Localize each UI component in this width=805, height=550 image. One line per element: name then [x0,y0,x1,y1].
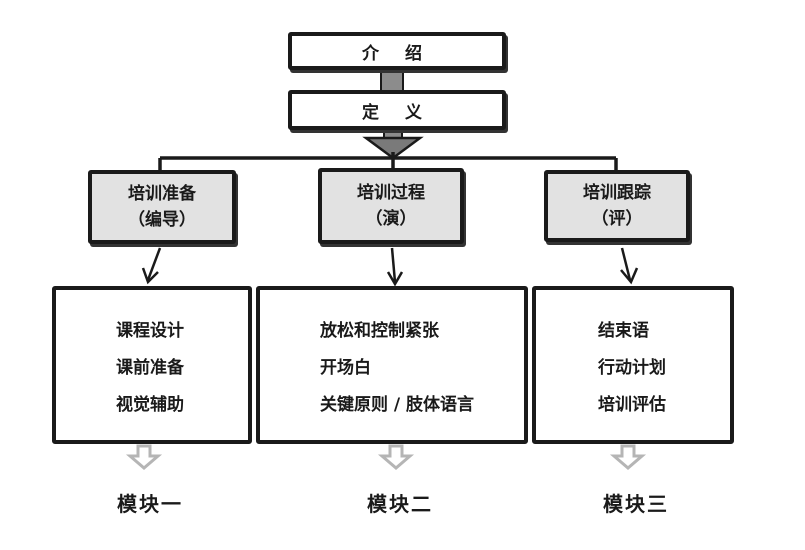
header-sub: （评） [591,209,643,229]
arrow-1 [146,247,162,281]
module-label-3: 模块三 [603,492,669,516]
arrow-3 [620,247,632,281]
list-item: 课程设计 [116,320,184,341]
list-item: 课前准备 [116,357,184,378]
definition-box: 定 义 [288,90,506,130]
header-title: 培训准备 [128,184,196,204]
hollow-arrow-2 [377,444,415,470]
module-label-1: 模块一 [117,492,183,516]
content-box-3: 结束语 行动计划 培训评估 [532,286,734,444]
content-list-1: 课程设计 课前准备 视觉辅助 [116,316,184,415]
list-item: 结束语 [598,320,649,341]
list-item: 关键原则 / 肢体语言 [320,394,475,415]
definition-label: 定 义 [362,102,432,123]
header-title: 培训过程 [357,183,425,203]
definition-arrow-head [362,136,424,160]
list-item: 行动计划 [598,357,666,378]
content-box-2: 放松和控制紧张 开场白 关键原则 / 肢体语言 [256,286,528,444]
header-box-prep: 培训准备 （编导） [88,170,236,244]
module-label-2: 模块二 [367,492,433,516]
header-box-process: 培训过程 （演） [318,168,464,244]
list-item: 培训评估 [598,394,666,415]
content-list-3: 结束语 行动计划 培训评估 [598,316,666,415]
intro-label: 介 绍 [362,43,432,64]
intro-box: 介 绍 [288,32,506,70]
header-title: 培训跟踪 [583,183,651,203]
hollow-arrow-3 [609,444,647,470]
hollow-arrow-1 [125,444,163,470]
header-sub: （编导） [128,210,196,230]
list-item: 视觉辅助 [116,394,184,415]
intro-to-definition-arrow [380,67,404,93]
list-item: 放松和控制紧张 [320,320,439,341]
header-box-follow: 培训跟踪 （评） [544,170,690,242]
content-list-2: 放松和控制紧张 开场白 关键原则 / 肢体语言 [320,316,474,415]
content-box-1: 课程设计 课前准备 视觉辅助 [52,286,252,444]
arrow-2 [390,247,397,283]
header-sub: （演） [365,209,417,229]
list-item: 开场白 [320,357,371,378]
